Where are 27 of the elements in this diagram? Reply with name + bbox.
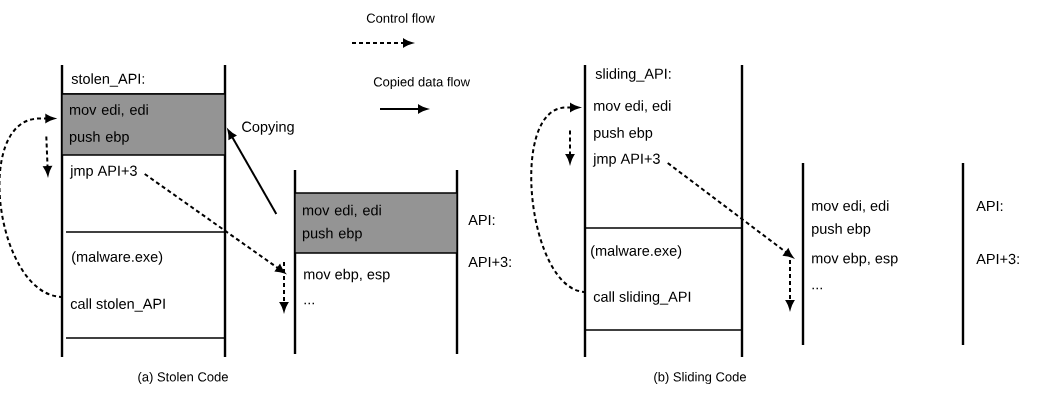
arrow: [227, 129, 278, 215]
arrow: [43, 135, 52, 176]
caption: (a) Stolen Code: [138, 371, 228, 385]
module-label: (malware.exe): [72, 251, 163, 265]
address-label: API+3:: [468, 256, 511, 268]
module-label: (malware.exe): [591, 245, 682, 259]
instruction-text: mov ebp, esp ...: [304, 268, 390, 305]
code-block: mov edi, edi push ebp: [61, 93, 226, 156]
edge-label: Copying: [240, 120, 296, 136]
instruction-text: call stolen_API: [70, 298, 165, 312]
arrow: [666, 162, 793, 258]
legend-label: Control flow: [366, 13, 435, 23]
arrow: [143, 173, 285, 274]
caption: (b) Sliding Code: [654, 371, 746, 385]
instruction-text: mov ebp, esp ...: [812, 252, 898, 290]
instruction-text: mov edi, edi push ebp: [812, 200, 889, 237]
instruction-text: call sliding_API: [593, 291, 691, 305]
instruction-text: jmp API+3: [69, 165, 137, 179]
arrow: [530, 103, 587, 293]
arrow: [565, 129, 575, 164]
arrow: [0, 114, 64, 298]
instruction-text: jmp API+3: [592, 153, 660, 167]
function-label: sliding_API:: [595, 68, 671, 82]
code-block: mov edi, edi push ebp: [294, 192, 458, 254]
legend-label: Copied data flow: [373, 76, 471, 90]
address-label: API+3:: [976, 253, 1019, 265]
address-label: API:: [976, 201, 1003, 211]
